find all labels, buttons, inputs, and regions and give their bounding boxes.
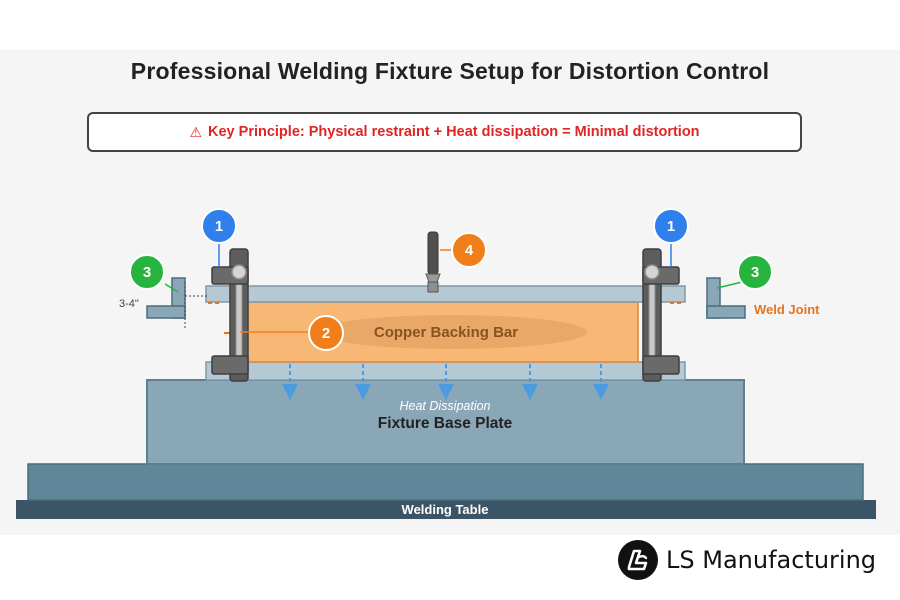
heat-arrows [282,364,609,400]
brand-name: LS Manufacturing [666,546,877,574]
torch-nozzle [425,273,441,283]
right-clamp-pivot [644,264,660,280]
marker-1-right-label: 1 [667,218,675,235]
key-principle-box: ⚠ Key Principle: Physical restraint + He… [87,112,802,152]
weld-joint-label: Weld Joint [754,302,820,317]
welding-table [16,500,876,519]
marker-3-left: 3 [129,254,165,290]
right-stopper-bracket [706,277,746,319]
marker-4: 4 [451,232,487,268]
right-stopper-horizontal [706,305,746,319]
right-toggle-clamp [642,248,680,382]
torch-handle [427,231,439,275]
heat-dissipation-label: Heat Dissipation [399,399,490,413]
left-clamp-pivot [231,264,247,280]
right-clamp-bottom-jaw [642,355,680,375]
upper-workpiece-plate [205,285,686,303]
marker-3-right-label: 3 [751,264,759,281]
marker-connector [164,283,179,293]
marker-1-right: 1 [653,208,689,244]
fixture-base-plate-label: Fixture Base Plate [378,415,513,432]
ls-logo-icon [618,540,658,580]
copper-backing-bar-label: Copper Backing Bar [374,324,518,341]
left-stopper-horizontal [146,305,186,319]
copper-highlight [317,315,587,349]
marker-3-right: 3 [737,254,773,290]
welding-table-label: Welding Table [402,502,489,517]
torch-tip [427,281,439,293]
key-principle-text: Key Principle: Physical restraint + Heat… [208,124,700,140]
marker-1-left-label: 1 [215,218,223,235]
marker-2-label: 2 [322,325,330,342]
marker-4-label: 4 [465,242,474,259]
brand-logo: LS Manufacturing [618,538,876,582]
welding-torch-icon [425,231,441,293]
marker-connector [716,281,743,289]
marker-2: 2 [308,315,344,351]
marker-3-left-label: 3 [143,264,151,281]
warning-icon: ⚠ [189,123,203,140]
gap-dimension-label: 3-4" [119,298,139,310]
left-clamp-bottom-jaw [211,355,249,375]
table-top-slab [27,463,864,501]
left-stopper-bracket [146,277,186,319]
left-toggle-clamp [211,248,249,382]
diagram-title: Professional Welding Fixture Setup for D… [130,58,770,84]
marker-1-left: 1 [201,208,237,244]
